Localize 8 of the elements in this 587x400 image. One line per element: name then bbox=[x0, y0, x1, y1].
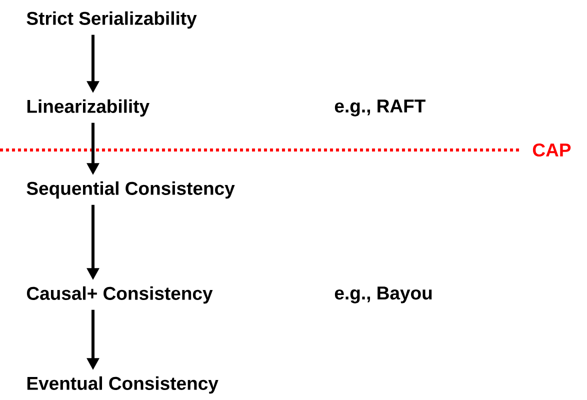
model-label: Sequential Consistency bbox=[26, 181, 235, 199]
model-label: Eventual Consistency bbox=[27, 376, 218, 394]
model-label: Linearizability bbox=[27, 99, 150, 117]
example-label: e.g., RAFT bbox=[334, 100, 426, 116]
model-label: Strict Serializability bbox=[26, 11, 197, 29]
model-label: Causal+ Consistency bbox=[26, 286, 213, 304]
example-label: e.g., Bayou bbox=[334, 286, 432, 304]
boundary-label: CAP bbox=[532, 143, 571, 157]
